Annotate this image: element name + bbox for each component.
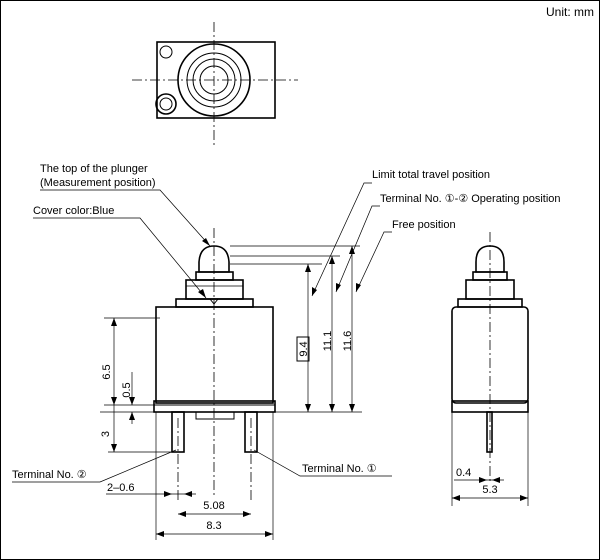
label-plunger-top-line1: The top of the plunger bbox=[40, 163, 148, 175]
dim-0-4: 0.4 bbox=[456, 467, 471, 479]
front-view-labels: The top of the plunger (Measurement posi… bbox=[12, 163, 392, 483]
label-plunger-top-line2: (Measurement position) bbox=[40, 177, 156, 189]
dim-11-6: 11.6 bbox=[342, 331, 354, 352]
label-limit-travel: Limit total travel position bbox=[372, 169, 490, 181]
unit-label: Unit: mm bbox=[546, 5, 594, 19]
top-view-hole-bottom bbox=[155, 93, 177, 115]
label-terminal-1: Terminal No. ① bbox=[302, 463, 377, 475]
dim-9-4-box bbox=[296, 336, 310, 362]
front-view bbox=[153, 228, 276, 500]
dim-9-4: 9.4 bbox=[298, 341, 310, 356]
position-labels: Limit total travel position Terminal No.… bbox=[372, 169, 561, 231]
label-terminal-2: Terminal No. ② bbox=[12, 469, 87, 481]
bottom-dimensions: 5.08 8.3 2–0.6 bbox=[106, 412, 274, 540]
top-view-hole-top bbox=[159, 45, 173, 59]
dim-2-0-6: 2–0.6 bbox=[107, 482, 135, 494]
dim-5-3: 5.3 bbox=[482, 484, 497, 496]
travel-dimensions: 9.4 11.1 11.6 bbox=[230, 182, 392, 413]
dim-0-5: 0.5 bbox=[121, 382, 133, 397]
side-terminal bbox=[486, 411, 493, 453]
front-terminal-2 bbox=[171, 411, 185, 453]
dim-8-3: 8.3 bbox=[206, 520, 221, 532]
side-view: 5.3 0.4 bbox=[451, 232, 529, 506]
dim-5-08: 5.08 bbox=[203, 500, 224, 512]
top-view bbox=[132, 22, 298, 148]
label-operating-position: Terminal No. ①-② Operating position bbox=[380, 193, 561, 205]
front-bushing bbox=[185, 279, 244, 300]
dim-6-5: 6.5 bbox=[101, 364, 113, 379]
dim-11-1: 11.1 bbox=[322, 331, 334, 352]
front-terminal-1 bbox=[244, 411, 258, 453]
label-cover-color: Cover color:Blue bbox=[33, 205, 114, 217]
dim-3: 3 bbox=[100, 431, 112, 437]
label-free-position: Free position bbox=[392, 219, 456, 231]
front-body bbox=[155, 306, 274, 404]
left-dimensions: 6.5 0.5 3 bbox=[100, 317, 172, 453]
